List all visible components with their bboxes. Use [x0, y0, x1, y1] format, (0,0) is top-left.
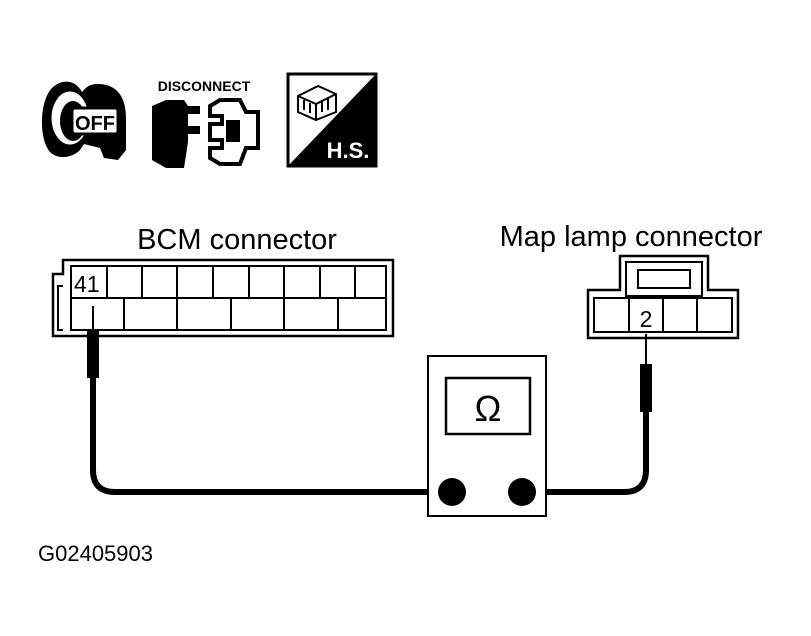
- map-lamp-pin-label: 2: [640, 306, 653, 332]
- ohmmeter: Ω: [427, 355, 547, 517]
- bcm-connector: 41: [51, 258, 395, 338]
- meter-terminal-left: [438, 478, 466, 506]
- disconnect-label: DISCONNECT: [158, 78, 251, 94]
- right-test-lead: [522, 334, 652, 495]
- ohm-symbol: Ω: [475, 388, 502, 429]
- bcm-connector-title: BCM connector: [137, 224, 337, 256]
- ignition-off-label: OFF: [75, 113, 115, 135]
- harness-side-icon: H.S.: [286, 72, 378, 168]
- connector-sketch-icon: [297, 84, 337, 122]
- meter-terminal-right: [508, 478, 536, 506]
- left-test-lead: [87, 306, 452, 495]
- figure-code: G02405903: [38, 541, 153, 566]
- disconnect-icon: DISCONNECT: [152, 78, 260, 168]
- map-lamp-connector: 2: [586, 254, 740, 340]
- bcm-pin-label: 41: [74, 271, 100, 297]
- harness-side-label: H.S.: [327, 138, 370, 163]
- ignition-off-icon: OFF: [41, 81, 126, 160]
- map-lamp-connector-title: Map lamp connector: [500, 221, 763, 253]
